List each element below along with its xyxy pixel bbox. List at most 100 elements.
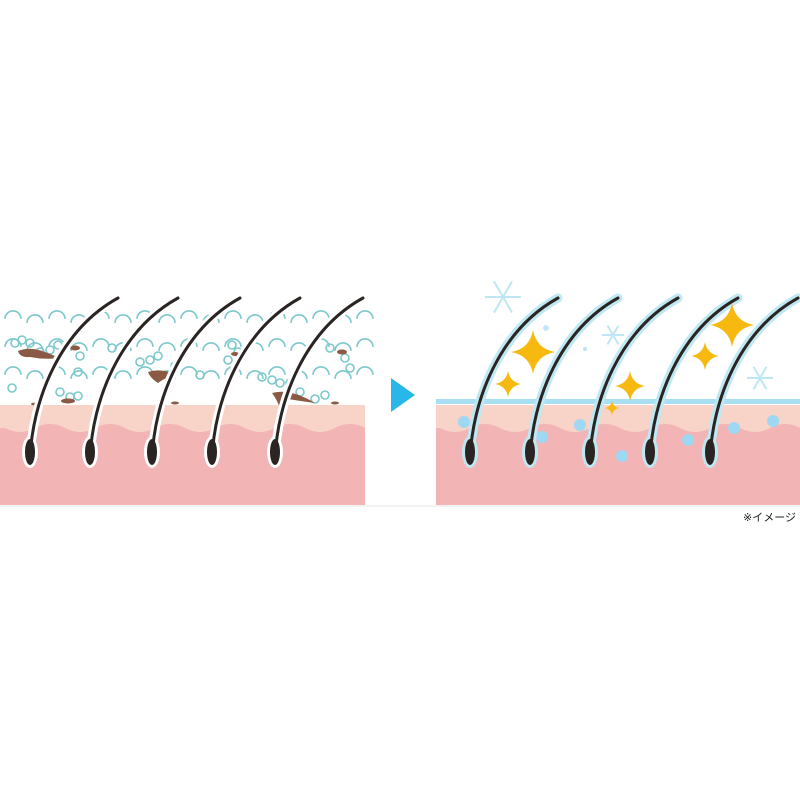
foam-arc xyxy=(334,370,352,379)
bubble xyxy=(325,343,335,353)
bubble xyxy=(153,351,163,361)
hair-bulb xyxy=(85,439,95,465)
snowflake-arm xyxy=(606,324,614,336)
bubble xyxy=(7,383,17,393)
bubble xyxy=(135,357,145,367)
hair-strand xyxy=(648,296,740,462)
bubble xyxy=(55,387,65,397)
snowflake-arm xyxy=(502,280,513,298)
foam-arc xyxy=(312,310,330,319)
snowflake-arm xyxy=(606,334,614,346)
hair-strand xyxy=(150,296,242,462)
foam-arc xyxy=(4,366,22,375)
foam-arc xyxy=(290,314,308,323)
water-drop xyxy=(682,434,694,446)
snowflake-arm xyxy=(759,377,768,390)
bubble xyxy=(45,345,55,355)
before-panel xyxy=(0,293,374,505)
foam-arc xyxy=(158,314,176,323)
foam-arc xyxy=(114,314,132,323)
water-drop xyxy=(616,450,628,462)
hair-strand xyxy=(588,296,680,462)
foam-arc xyxy=(114,370,132,379)
foam-arc xyxy=(334,342,352,351)
snowflake-arm xyxy=(584,346,587,350)
foam-arc xyxy=(202,370,220,379)
hair-strand xyxy=(28,296,120,462)
foam-arc xyxy=(180,366,198,375)
foam-arc xyxy=(356,338,374,347)
foam-arc xyxy=(92,338,110,347)
bubble xyxy=(75,351,85,361)
sparkle-icon xyxy=(615,371,645,401)
snowflake-icons xyxy=(485,280,773,390)
bubble xyxy=(257,372,267,382)
hair-strand xyxy=(468,296,560,462)
bubble xyxy=(107,343,117,353)
foam-arc xyxy=(70,370,88,379)
water-drop xyxy=(728,422,740,434)
foam-arc xyxy=(356,366,374,375)
image-note: ※イメージ xyxy=(743,511,796,524)
bubble xyxy=(223,355,233,365)
foam-arc xyxy=(246,370,264,379)
hair-strand xyxy=(210,296,302,462)
snowflake-arm xyxy=(502,296,513,314)
hair-bulb xyxy=(585,439,595,465)
clean-layer xyxy=(436,399,800,404)
bubble xyxy=(73,391,83,401)
bubble xyxy=(340,353,350,363)
bubble xyxy=(25,338,35,348)
snowflake-arm xyxy=(752,366,761,379)
hair-strand xyxy=(528,296,620,462)
sparkle-icon xyxy=(511,330,555,374)
foam-arc xyxy=(202,342,220,351)
bubble xyxy=(145,355,155,365)
snowflake-arm xyxy=(752,377,761,390)
hair-bulb xyxy=(25,439,35,465)
hair-strand xyxy=(88,296,180,462)
sparkle-icon xyxy=(605,401,619,415)
foam-arc xyxy=(268,366,286,375)
bubble xyxy=(345,363,355,373)
sparkle-icons xyxy=(495,303,754,415)
foam-arc xyxy=(136,338,154,347)
foam-arc xyxy=(48,310,66,319)
foam-arc xyxy=(26,314,44,323)
sparkle-icon xyxy=(710,303,754,347)
hair-bulb xyxy=(645,439,655,465)
hairs-dirty xyxy=(22,293,368,468)
hair-bulb xyxy=(207,439,217,465)
sparkle-icon xyxy=(495,371,521,397)
water-drop xyxy=(574,419,586,431)
bubble xyxy=(320,390,330,400)
sparkle-icon xyxy=(691,342,719,370)
hair-bulb xyxy=(270,439,280,465)
bubble xyxy=(17,335,27,345)
water-drop xyxy=(767,415,779,427)
hair-strand xyxy=(708,296,800,462)
hair-strand xyxy=(273,296,365,462)
snowflake-arm xyxy=(545,324,549,329)
foam-arc xyxy=(224,310,242,319)
foam-arc xyxy=(26,370,44,379)
snowflake-arm xyxy=(759,366,768,379)
foam-arc xyxy=(246,314,264,323)
snowflake-arm xyxy=(493,280,504,298)
bubble xyxy=(227,340,237,350)
bubble xyxy=(275,378,285,388)
hair-bulb xyxy=(147,439,157,465)
foam-arc xyxy=(268,338,286,347)
foam-arc xyxy=(158,342,176,351)
after-panel xyxy=(436,280,800,505)
hair-bulb xyxy=(705,439,715,465)
moisture-drops xyxy=(458,415,779,462)
foam-arc xyxy=(224,338,242,347)
foam-arc xyxy=(4,310,22,319)
water-drop xyxy=(458,416,470,428)
foam-arc xyxy=(312,366,330,375)
arrow-right-icon xyxy=(391,378,415,412)
water-drop xyxy=(536,431,548,443)
bubble xyxy=(267,375,277,385)
